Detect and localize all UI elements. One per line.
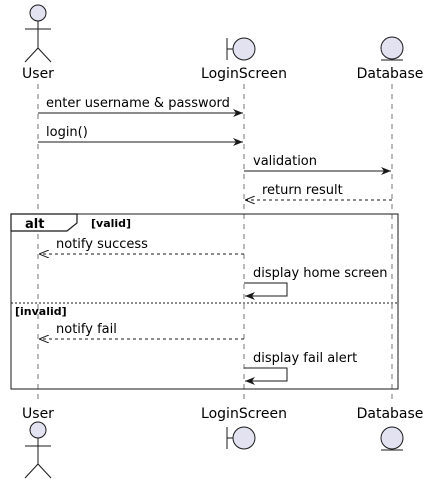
alt-guard-invalid: [invalid] [15,305,67,318]
boundary-icon-bottom [226,426,256,450]
participant-loginscreen-label-bottom: LoginScreen [201,406,287,422]
user-actor-top [24,4,52,63]
participant-database-label-top: Database [357,66,424,82]
self-message-arrow [244,282,288,300]
message-label: display fail alert [253,351,357,366]
message-label: login() [46,125,88,140]
alt-tab [10,213,78,232]
user-actor-bottom [24,421,52,479]
alt-keyword: alt [25,217,44,232]
message-label: display home screen [253,266,388,281]
message-label: notify success [56,237,148,252]
message-label: return result [262,183,343,198]
message-label: enter username & password [46,96,230,111]
participant-user-label-top: User [22,66,54,82]
boundary-icon-top [226,37,256,61]
message-label: notify fail [56,322,117,337]
self-message-arrow [244,367,288,385]
message-label: validation [253,154,317,169]
entity-icon-bottom [380,426,404,451]
participant-database-label-bottom: Database [357,406,424,422]
entity-icon-top [380,36,404,61]
alt-guard-valid: [valid] [91,217,131,230]
participant-loginscreen-label-top: LoginScreen [201,66,287,82]
participant-user-label-bottom: User [22,406,54,422]
alt-fragment [10,213,399,390]
